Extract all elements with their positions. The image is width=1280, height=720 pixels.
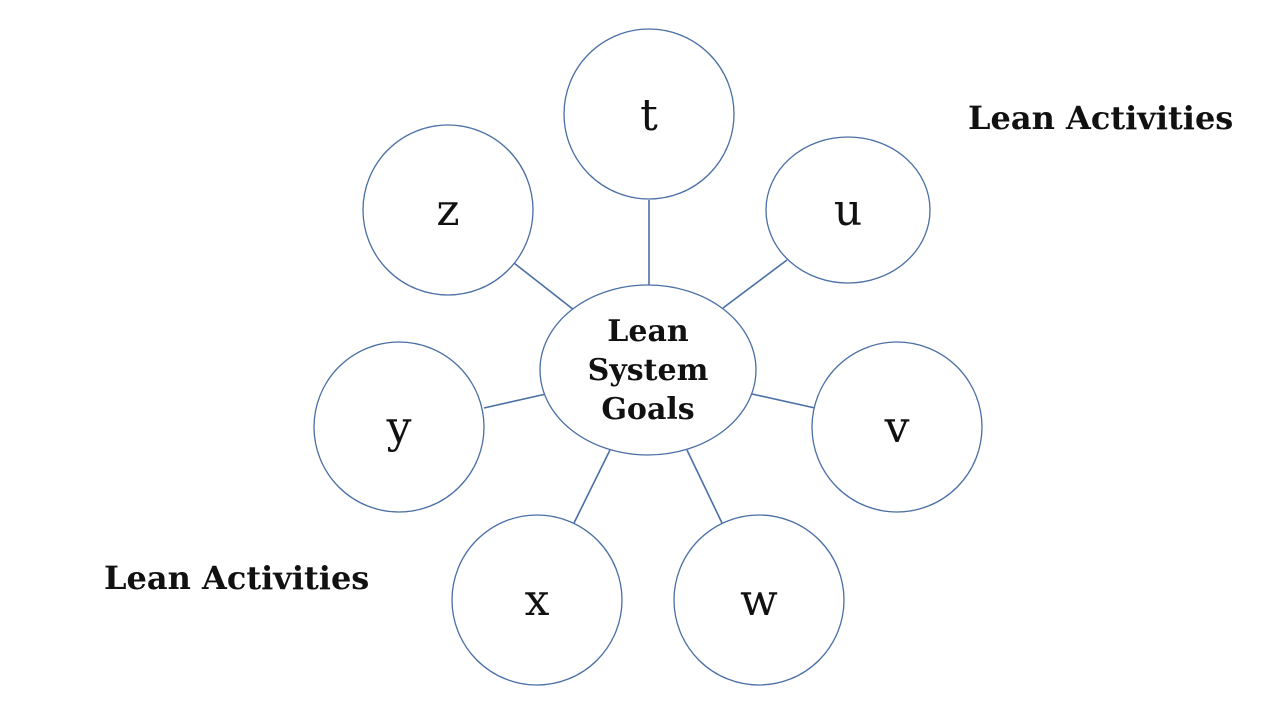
connector-u [722,259,788,309]
connector-v [751,393,816,409]
node-t: t [563,28,735,200]
node-x-label: x [525,575,550,626]
center-label-line-2: System [588,353,709,388]
node-z: z [362,124,534,296]
center-label-line-1: Lean [607,314,689,349]
connector-y [483,393,547,409]
node-t-label: t [640,90,658,141]
connector-z [513,262,575,311]
node-w: w [673,514,845,686]
node-u-label: u [834,185,862,236]
lean-activities-label-top-right: Lean Activities [968,99,1234,137]
center-hub: Lean System Goals [539,284,757,456]
node-z-label: z [436,185,459,236]
node-x: x [451,514,623,686]
node-w-label: w [740,575,778,626]
connector-x [573,449,611,524]
node-v-label: v [884,402,910,453]
center-label-line-3: Goals [601,392,694,427]
node-y-label: y [386,402,412,453]
node-v: v [811,341,983,513]
node-u: u [765,136,931,284]
connector-w [686,449,723,524]
node-y: y [313,341,485,513]
lean-activities-label-bottom-left: Lean Activities [104,559,370,597]
